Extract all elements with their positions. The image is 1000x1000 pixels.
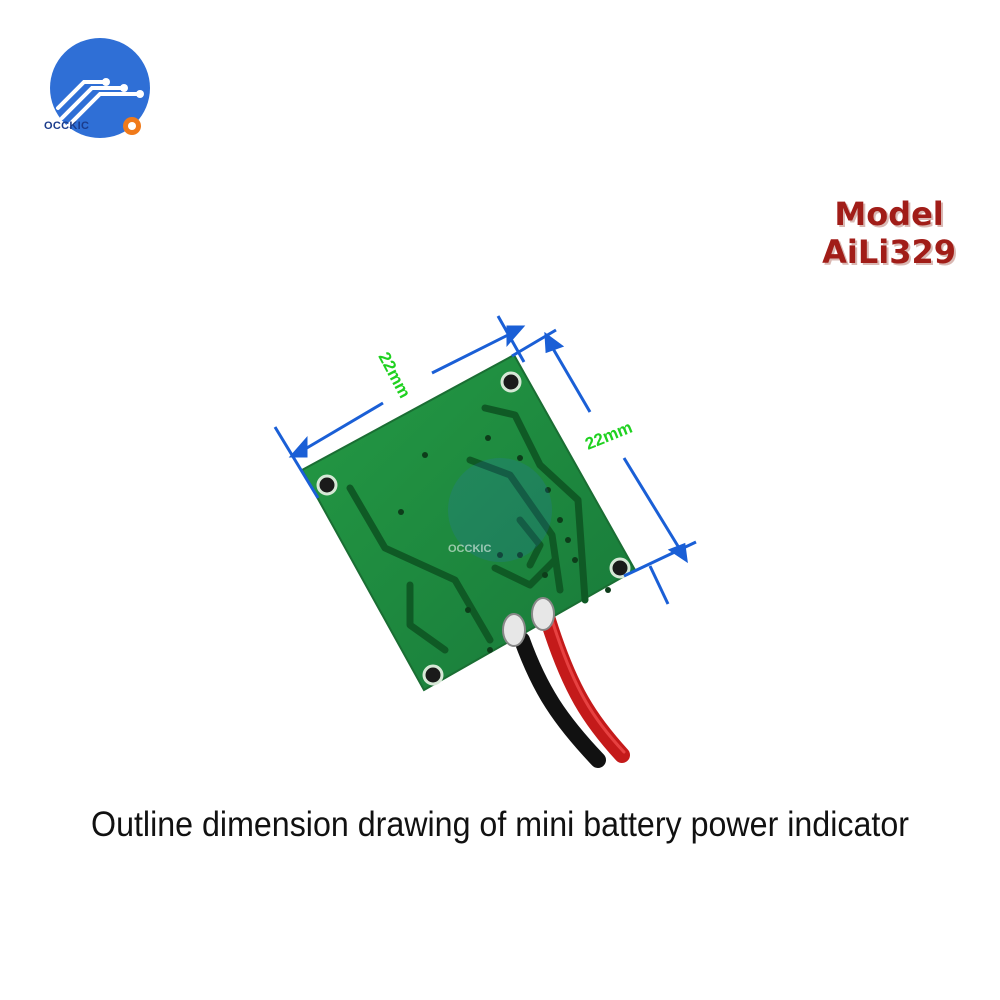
height-label: 22mm bbox=[582, 418, 635, 454]
battery-wires bbox=[514, 612, 630, 768]
dimension-height bbox=[511, 328, 697, 605]
model-title: Model bbox=[834, 195, 944, 233]
dimension-width bbox=[273, 315, 526, 499]
solder-joints bbox=[502, 597, 555, 647]
width-label: 22mm bbox=[374, 349, 414, 401]
caption: Outline dimension drawing of mini batter… bbox=[91, 805, 909, 844]
board-watermark: OCCKIC bbox=[448, 543, 491, 555]
brand-name: OCCKIC bbox=[44, 120, 90, 132]
brand-logo bbox=[50, 38, 150, 138]
model-number: AiLi329 bbox=[822, 233, 956, 271]
model-label: Model AiLi329 bbox=[822, 195, 956, 271]
